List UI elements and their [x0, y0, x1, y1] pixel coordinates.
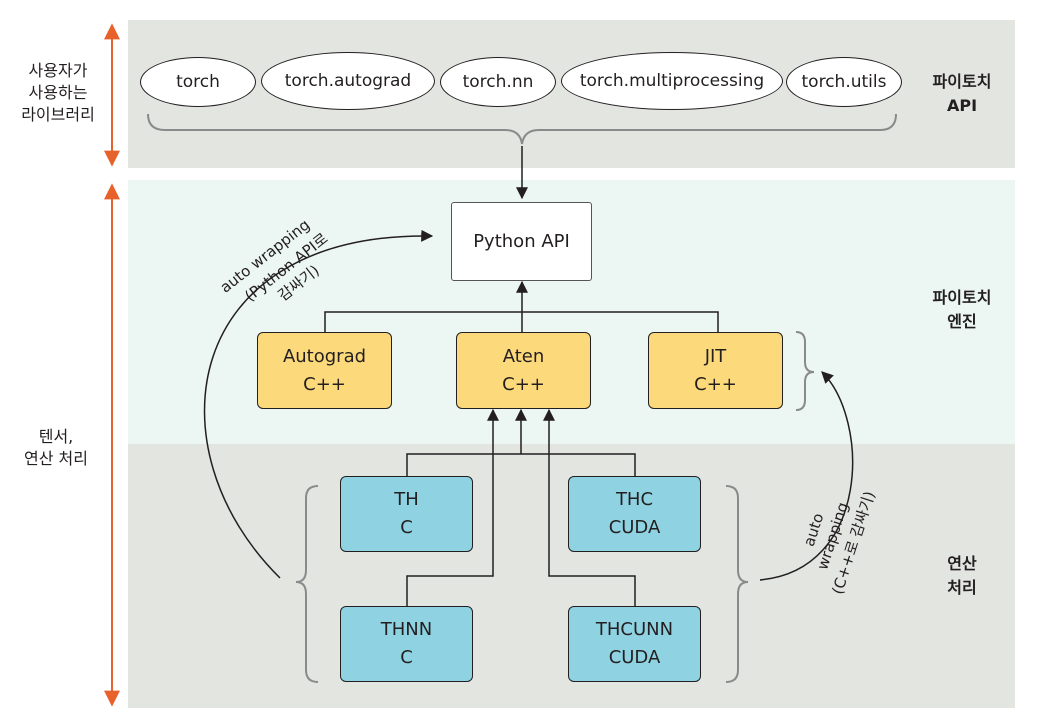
th-box: TH C [340, 476, 473, 552]
ops-band-line-1: 연산 [947, 554, 977, 573]
module-torch-nn-label: torch.nn [462, 72, 534, 92]
thc-name: THC [615, 489, 654, 510]
autograd-lang: C++ [303, 373, 346, 395]
jit-lang: C++ [694, 373, 737, 395]
module-torch-autograd: torch.autograd [261, 52, 435, 110]
ops-band-label: 연산 처리 [920, 552, 1004, 600]
th-thc-connector [406, 453, 636, 476]
user-library-line-1: 사용자가 [28, 61, 88, 80]
module-torch: torch [140, 57, 256, 107]
thcunn-lang: CUDA [608, 647, 661, 668]
engine-band-label: 파이토치 엔진 [920, 286, 1004, 334]
thcunn-to-aten-arrow [543, 408, 636, 606]
thnn-lang: C [400, 647, 413, 668]
module-torch-utils: torch.utils [786, 57, 902, 107]
aten-lang: C++ [502, 373, 545, 395]
module-torch-multiprocessing-label: torch.multiprocessing [579, 71, 765, 91]
thcunn-box: THCUNN CUDA [568, 606, 701, 682]
user-library-line-2: 사용하는 [28, 83, 88, 102]
aten-name: Aten [502, 345, 545, 367]
tensor-ops-line-2: 연산 처리 [24, 449, 88, 468]
module-torch-autograd-label: torch.autograd [284, 71, 412, 91]
thnn-to-aten-arrow [406, 408, 499, 606]
right-auto-wrapping-curve [759, 371, 854, 581]
tensor-ops-line-1: 텐서, [38, 427, 74, 446]
engine-band-line-1: 파이토치 [932, 288, 992, 307]
ops-right-brace [725, 485, 749, 683]
user-library-line-3: 라이브러리 [21, 105, 95, 124]
engine-brace [795, 331, 815, 411]
thnn-box: THNN C [340, 606, 473, 682]
user-library-label: 사용자가 사용하는 라이브러리 [14, 60, 102, 126]
api-modules-brace [147, 113, 897, 145]
module-torch-multiprocessing: torch.multiprocessing [561, 52, 783, 110]
module-torch-label: torch [176, 72, 220, 92]
engine-band-line-2: 엔진 [947, 312, 977, 331]
thnn-name: THNN [380, 619, 433, 640]
python-api-box: Python API [451, 202, 592, 281]
api-band-label: 파이토치 API [920, 70, 1004, 118]
thc-box: THC CUDA [568, 476, 701, 552]
right-wrap-annotation: auto wrapping (C++로 감싸기) [800, 489, 879, 597]
th-name: TH [394, 489, 419, 510]
th-lang: C [400, 517, 413, 538]
api-band-line-1: 파이토치 [932, 72, 992, 91]
thc-lang: CUDA [608, 517, 661, 538]
autograd-name: Autograd [282, 345, 367, 367]
python-api-label: Python API [473, 230, 570, 252]
tensor-ops-label: 텐서, 연산 처리 [10, 426, 102, 470]
ops-band-line-2: 처리 [947, 578, 977, 597]
autograd-box: Autograd C++ [257, 332, 392, 409]
jit-box: JIT C++ [648, 332, 783, 409]
jit-name: JIT [704, 345, 727, 367]
aten-box: Aten C++ [456, 332, 591, 409]
module-torch-nn: torch.nn [440, 57, 556, 107]
ops-left-brace [295, 485, 319, 683]
module-torch-utils-label: torch.utils [801, 72, 887, 92]
api-band-line-2: API [946, 96, 978, 115]
thcunn-name: THCUNN [595, 619, 674, 640]
left-auto-wrapping-curve [203, 229, 434, 579]
